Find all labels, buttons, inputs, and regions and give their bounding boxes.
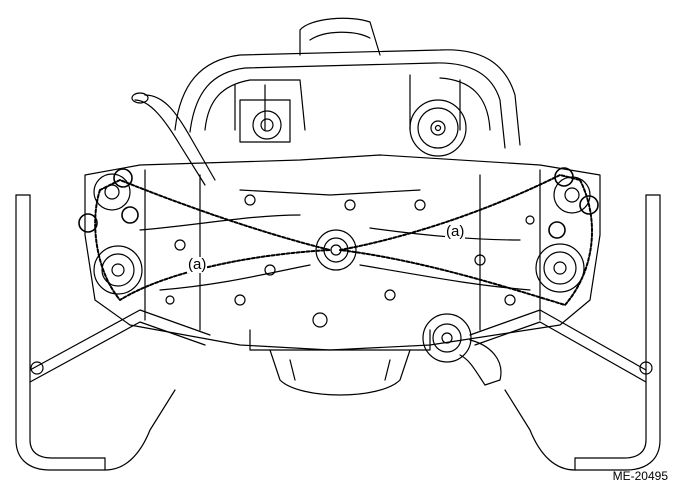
engine-block: [84, 154, 601, 351]
camshaft-sprocket-left-upper: [93, 173, 131, 211]
coolant-hose-left: [131, 92, 216, 186]
timing-chain-right: [339, 174, 593, 306]
engine-stand-left: [15, 194, 211, 471]
engine-stand-right: [469, 194, 661, 471]
chain-guides: [139, 214, 531, 291]
timing-chain-left: [94, 179, 331, 301]
water-pump: [422, 313, 502, 386]
camshaft-sprocket-right-upper: [553, 176, 591, 214]
figure-id: ME-20495: [612, 469, 668, 483]
oil-pan: [269, 349, 411, 396]
idler-pulley-upper: [409, 99, 467, 157]
callout-a-left: (a): [187, 256, 208, 273]
camshaft-sprocket-left-lower: [93, 245, 143, 295]
callout-a-right: (a): [445, 223, 466, 240]
crankshaft-sprocket: [315, 229, 357, 271]
bolts: [165, 194, 535, 328]
throttle-body: [239, 99, 291, 143]
intake-manifold: [174, 17, 521, 149]
camshaft-sprocket-right-lower: [535, 243, 585, 293]
alignment-mark-circles: [78, 167, 599, 239]
